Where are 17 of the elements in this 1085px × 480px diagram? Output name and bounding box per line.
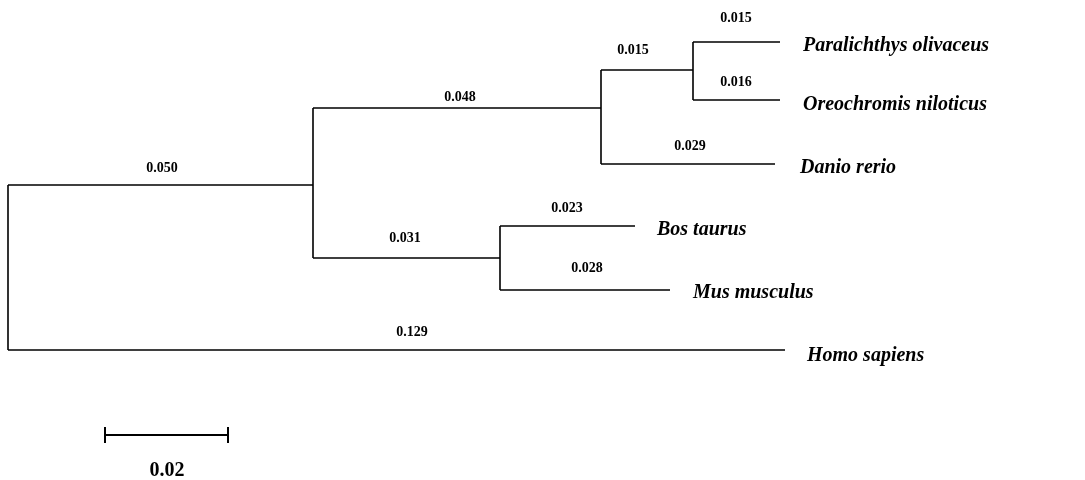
branch-length-label: 0.129 xyxy=(396,325,428,339)
branch-length-label: 0.048 xyxy=(444,90,476,104)
branch-length-label: 0.028 xyxy=(571,261,603,275)
branch-length-label: 0.015 xyxy=(617,43,649,57)
branch-length-label: 0.016 xyxy=(720,75,752,89)
branch-length-label: 0.015 xyxy=(720,11,752,25)
species-name: Homo sapiens xyxy=(807,344,925,364)
scale-label: 0.02 xyxy=(149,459,185,479)
species-name: Mus musculus xyxy=(693,281,814,301)
species-name: Oreochromis niloticus xyxy=(803,93,987,113)
branch-length-label: 0.029 xyxy=(674,139,706,153)
species-name: Paralichthys olivaceus xyxy=(803,34,990,54)
branch-length-label: 0.050 xyxy=(146,161,178,175)
species-name: Danio rerio xyxy=(800,156,897,176)
species-name: Bos taurus xyxy=(657,218,747,238)
branch-length-label: 0.031 xyxy=(389,231,421,245)
branch-length-label: 0.023 xyxy=(551,201,583,215)
